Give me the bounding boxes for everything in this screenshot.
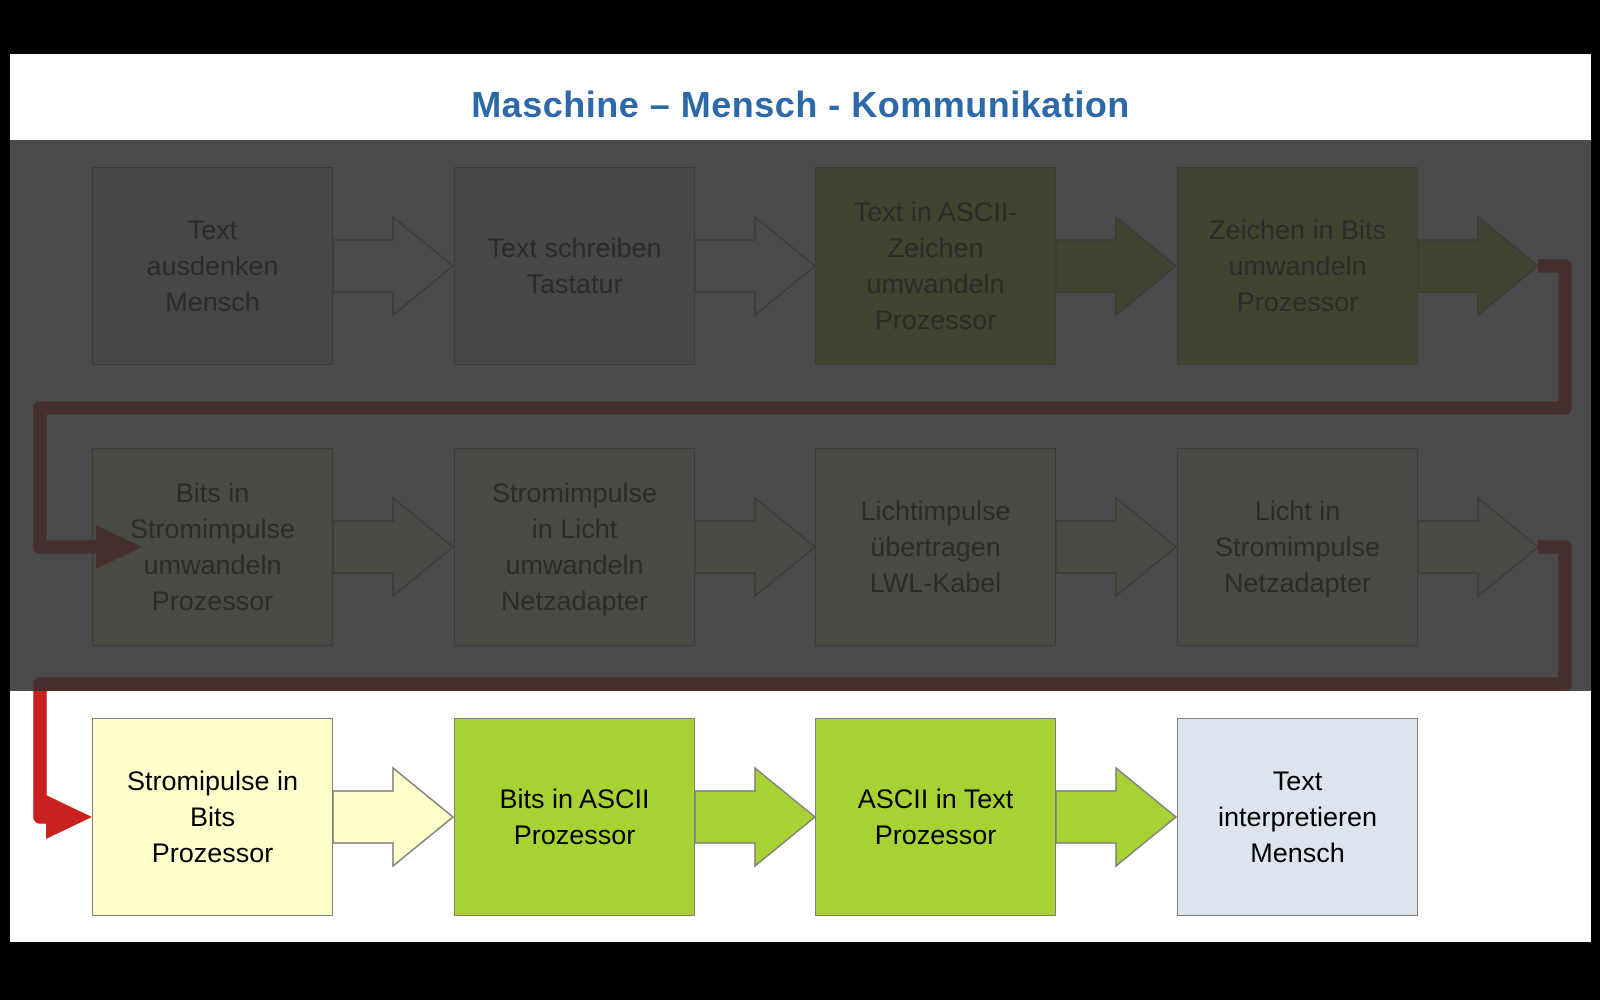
block-arrow-icon [1055,766,1178,868]
flow-box-label: Stromipulse in Bits Prozessor [126,766,299,868]
slide: Maschine – Mensch - Kommunikation Text a… [10,54,1591,942]
flow-box-ascii-in-text: ASCII in Text Prozessor [815,718,1056,916]
block-arrow-shape [1055,766,1178,868]
dim-overlay [10,140,1591,691]
block-arrow-shape [694,766,817,868]
flow-box-label: Text interpretieren Mensch [1217,766,1378,868]
flow-box-bits-in-ascii: Bits in ASCII Prozessor [454,718,695,916]
flow-box-label: Bits in ASCII Prozessor [499,784,650,850]
connector-arrowhead-row3 [46,795,92,839]
flow-box-text-interpretieren: Text interpretieren Mensch [1177,718,1418,916]
flow-box-label: ASCII in Text Prozessor [857,784,1014,850]
flow-box-stromipulse-in-bits: Stromipulse in Bits Prozessor [92,718,333,916]
block-arrow-icon [332,766,455,868]
block-arrow-shape [332,766,455,868]
page-title: Maschine – Mensch - Kommunikation [471,84,1130,125]
block-arrow-icon [694,766,817,868]
